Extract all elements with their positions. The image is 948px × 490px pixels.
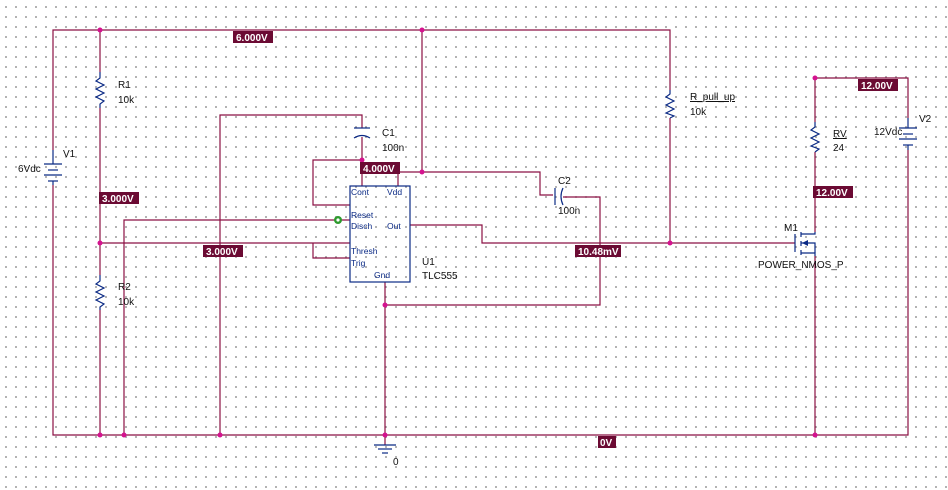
rv-value: 24 — [833, 143, 845, 154]
u1-ref: U1 — [422, 257, 435, 268]
junctions — [97, 27, 818, 438]
rv-resistor[interactable]: RV 24 — [809, 122, 847, 154]
u1-timer-ic[interactable]: Cont Vdd Reset Disch Out Thresh Trig Gnd… — [349, 185, 458, 283]
junction-dot — [667, 240, 673, 246]
junction-dot — [359, 157, 365, 163]
u1-pin-thresh: Thresh — [351, 246, 378, 256]
c1-capacitor[interactable]: C1 100n — [353, 127, 404, 154]
junction-dot — [382, 302, 388, 308]
junction-dot — [217, 432, 223, 438]
r1-value: 10k — [118, 95, 135, 106]
junction-dot — [812, 432, 818, 438]
r2-value: 10k — [118, 297, 135, 308]
r-pull-up-value: 10k — [690, 107, 707, 118]
svg-text:6.000V: 6.000V — [236, 33, 268, 44]
wire-v1-bottom[interactable] — [52, 150, 909, 436]
junction-dot — [97, 240, 103, 246]
junction-dot — [97, 432, 103, 438]
u1-pin-cont: Cont — [351, 187, 370, 197]
voltage-marker-top-rail[interactable]: 6.000V — [233, 31, 273, 44]
m1-ref: M1 — [784, 223, 798, 234]
junction-dot — [419, 169, 425, 175]
r2-ref: R2 — [118, 282, 131, 293]
wire-c1-top[interactable] — [219, 114, 363, 435]
v2-ref: V2 — [919, 114, 932, 125]
ground-symbol[interactable]: 0 — [374, 444, 399, 468]
v1-value: 6Vdc — [18, 164, 41, 175]
v1-ref: V1 — [63, 149, 76, 160]
svg-text:4.000V: 4.000V — [363, 164, 395, 175]
r-pull-up-ref: R_pull_up — [690, 92, 735, 103]
svg-text:3.000V: 3.000V — [102, 194, 134, 205]
u1-pin-reset: Reset — [351, 210, 374, 220]
svg-text:10.48mV: 10.48mV — [578, 247, 619, 258]
c2-value: 100n — [558, 206, 580, 217]
junction-dot — [382, 432, 388, 438]
r1-resistor[interactable]: R1 10k — [94, 72, 135, 108]
voltage-marker-cont[interactable]: 4.000V — [360, 162, 400, 175]
junction-dot — [97, 27, 103, 33]
v2-value: 12Vdc — [874, 127, 902, 138]
wire-v2-top[interactable] — [814, 77, 909, 122]
u1-pin-trig: Trig — [351, 258, 366, 268]
junction-dot — [812, 75, 818, 81]
c1-ref: C1 — [382, 128, 395, 139]
r2-resistor[interactable]: R2 10k — [94, 275, 135, 310]
svg-text:0V: 0V — [600, 438, 613, 449]
u1-pin-gnd: Gnd — [374, 270, 390, 280]
m1-mosfet[interactable]: M1 POWER_NMOS_P — [758, 223, 844, 271]
voltage-marker-ground-rail[interactable]: 0V — [598, 436, 616, 449]
wire-top-rail[interactable] — [52, 29, 671, 150]
v2-source[interactable]: V2 12Vdc — [874, 114, 932, 150]
wire-trig[interactable] — [312, 243, 350, 259]
u1-pin-vdd: Vdd — [387, 187, 402, 197]
u1-pin-disch: Disch — [351, 221, 373, 231]
v1-source[interactable]: V1 6Vdc — [18, 149, 76, 185]
voltage-marker-trig-thresh[interactable]: 3.000V — [203, 245, 243, 258]
r1-ref: R1 — [118, 80, 131, 91]
m1-value: POWER_NMOS_P — [758, 260, 844, 271]
voltage-marker-v2-rail[interactable]: 12.00V — [858, 79, 898, 92]
ground-label: 0 — [393, 457, 399, 468]
junction-dot — [419, 27, 425, 33]
u1-pin-out: Out — [387, 221, 401, 231]
r-pull-up-resistor[interactable]: R_pull_up 10k — [664, 90, 735, 119]
reset-pin-marker[interactable] — [334, 216, 342, 224]
c2-capacitor[interactable]: C2 100n — [554, 176, 580, 217]
c2-ref: C2 — [558, 176, 571, 187]
svg-text:12.00V: 12.00V — [861, 81, 893, 92]
svg-text:3.000V: 3.000V — [206, 247, 238, 258]
voltage-markers: 6.000V 12.00V 4.000V 3.000V 3.000V 12.00… — [99, 31, 898, 449]
wires — [52, 29, 909, 445]
wire-out[interactable] — [410, 224, 795, 244]
wire-disch[interactable] — [123, 219, 350, 435]
rv-ref: RV — [833, 129, 847, 140]
voltage-marker-gate[interactable]: 10.48mV — [575, 245, 621, 258]
voltage-marker-divider[interactable]: 3.000V — [99, 192, 139, 205]
c1-value: 100n — [382, 143, 404, 154]
junction-dot — [121, 432, 127, 438]
u1-value: TLC555 — [422, 271, 458, 282]
svg-text:12.00V: 12.00V — [816, 188, 848, 199]
voltage-marker-drain[interactable]: 12.00V — [813, 186, 853, 199]
wire-c1-bottom[interactable] — [312, 137, 363, 206]
wire-vdd-pin[interactable] — [397, 171, 553, 196]
